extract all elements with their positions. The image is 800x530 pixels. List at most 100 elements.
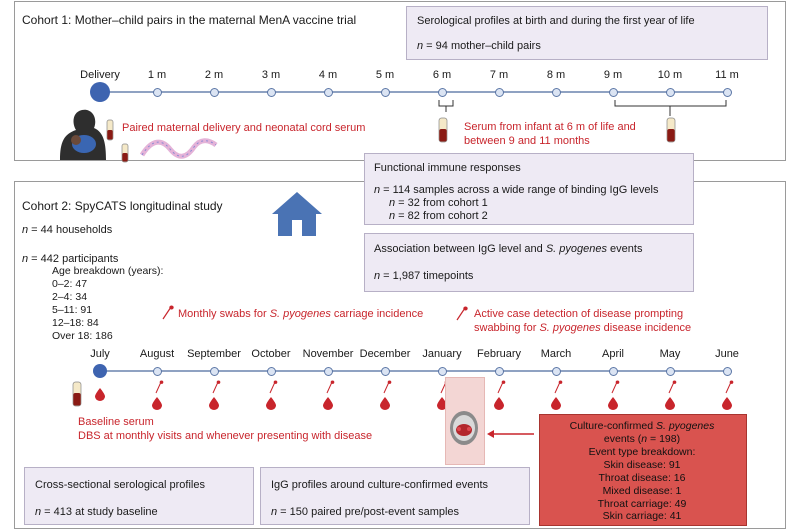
delivery-dot [90, 82, 110, 102]
swab-icon [382, 380, 392, 394]
age-2-4: 2–4: 34 [52, 291, 88, 303]
cohort1-month-label: 2 m [204, 69, 224, 81]
age-0-2: 0–2: 47 [52, 278, 88, 290]
cohort2-month-dot [665, 366, 675, 376]
monthly-swabs-label: Monthly swabs for S. pyogenes carriage i… [178, 308, 424, 320]
association-box-title: Association between IgG level and S. pyo… [374, 243, 643, 255]
event-type-title: Event type breakdown: [588, 446, 696, 458]
paired-serum-label: Paired maternal delivery and neonatal co… [122, 122, 366, 134]
participants-label: n = 442 participants [22, 253, 119, 265]
cohort1-month-label: 10 m [657, 69, 683, 81]
swab-icon [325, 380, 335, 394]
igg-profiles-box: IgG profiles around culture-confirmed ev… [260, 467, 530, 525]
cohort1-month-dot [152, 87, 162, 97]
active-case-line-2: swabbing for S. pyogenes disease inciden… [474, 322, 692, 334]
blood-drop-icon [665, 397, 675, 410]
cohort2-month-label: May [659, 348, 681, 360]
cohort2-month-dot [266, 366, 276, 376]
cohort2-timeline [98, 370, 728, 372]
event-skin-disease: Skin disease: 91 [603, 459, 681, 471]
cohort2-month-dot [551, 366, 561, 376]
cohort2-month-label: December [359, 348, 411, 360]
culture-line-2: events (n = 198) [603, 433, 681, 445]
dbs-label: DBS at monthly visits and whenever prese… [78, 430, 373, 442]
late-serum-tube-icon [666, 117, 676, 143]
association-box: Association between IgG level and S. pyo… [364, 233, 694, 292]
event-throat-carriage: Throat carriage: 49 [597, 498, 687, 510]
serology-box-title: Serological profiles at birth and during… [417, 15, 695, 27]
cohort1-month-label: 4 m [318, 69, 338, 81]
month9-11-bracket [614, 100, 727, 116]
month6-bracket [438, 100, 454, 112]
cohort2-month-dot [323, 366, 333, 376]
arrow-to-throat [487, 430, 534, 438]
cohort2-month-label: July [90, 348, 110, 360]
cohort2-month-label: September [187, 348, 241, 360]
association-box-n: n = 1,987 timepoints [374, 270, 474, 282]
cohort1-month-dot [722, 87, 732, 97]
cohort1-month-label: 7 m [489, 69, 509, 81]
baseline-serum-label: Baseline serum [78, 416, 154, 428]
cohort1-month-label: 9 m [603, 69, 623, 81]
swab-icon [667, 380, 677, 394]
cohort2-month-label: February [476, 348, 522, 360]
cohort2-month-label: April [601, 348, 625, 360]
cohort1-month-dot [323, 87, 333, 97]
cross-sectional-title: Cross-sectional serological profiles [35, 479, 205, 491]
swab-icon [724, 380, 734, 394]
cohort2-month-label: August [139, 348, 175, 360]
cohort2-month-label: November [302, 348, 354, 360]
blood-drop-icon [722, 397, 732, 410]
age-5-11: 5–11: 91 [52, 304, 93, 316]
mother-child-icon [60, 109, 106, 160]
cohort1-title: Cohort 1: Mother–child pairs in the mate… [22, 13, 357, 27]
active-case-line-1: Active case detection of disease prompti… [474, 308, 684, 320]
igg-profiles-title: IgG profiles around culture-confirmed ev… [271, 479, 489, 491]
baseline-serum-tube-icon [72, 381, 82, 407]
cross-sectional-box: Cross-sectional serological profiles n =… [24, 467, 254, 525]
swab-icon [268, 380, 278, 394]
baseline-dot [93, 364, 107, 378]
blood-drop-icon [209, 397, 219, 410]
cohort2-title: Cohort 2: SpyCATS longitudinal study [22, 199, 223, 213]
cohort1-month-dot [665, 87, 675, 97]
serology-box: Serological profiles at birth and during… [406, 6, 768, 60]
infant-serum-label-2: between 9 and 11 months [464, 135, 590, 147]
swab-icon [211, 380, 221, 394]
igg-profiles-n: n = 150 paired pre/post-event samples [271, 506, 460, 518]
cohort1-month-dot [380, 87, 390, 97]
culture-line-1: Culture-confirmed S. pyogenes [569, 420, 715, 432]
cohort1-month-dot [209, 87, 219, 97]
functional-line-2: n = 32 from cohort 1 [389, 197, 488, 209]
house-icon [272, 192, 322, 236]
cohort1-month-dot [266, 87, 276, 97]
blood-drop-icon [437, 397, 447, 410]
age-over-18: Over 18: 186 [52, 330, 113, 342]
blood-drop-icon [608, 397, 618, 410]
blood-drop-icon [323, 397, 333, 410]
serum-tube-icon [106, 119, 114, 141]
infant-serum-label-1: Serum from infant at 6 m of life and [464, 121, 636, 133]
cohort2-month-dot [722, 366, 732, 376]
event-skin-carriage: Skin carriage: 41 [602, 510, 682, 522]
cohort1-month-dot [494, 87, 504, 97]
cohort1-month-label: 1 m [147, 69, 167, 81]
cohort1-month-dot [437, 87, 447, 97]
cohort1-month-label: Delivery [80, 69, 120, 81]
throat-icon [450, 411, 478, 445]
cohort1-timeline [98, 91, 728, 93]
cohort1-month-dot [608, 87, 618, 97]
cohort1-month-label: 8 m [546, 69, 566, 81]
blood-drop-icon [266, 397, 276, 410]
blood-drop-icon [380, 397, 390, 410]
cohort2-month-dot [608, 366, 618, 376]
swab-icon [456, 306, 468, 321]
umbilical-cord-icon [140, 138, 218, 159]
households-label: n = 44 households [22, 224, 113, 236]
cohort2-month-label: March [540, 348, 572, 360]
swab-icon [154, 380, 164, 394]
blood-drop-icon [95, 388, 105, 401]
serum-tube-icon [121, 143, 129, 163]
cohort2-month-dot [380, 366, 390, 376]
blood-drop-icon [494, 397, 504, 410]
